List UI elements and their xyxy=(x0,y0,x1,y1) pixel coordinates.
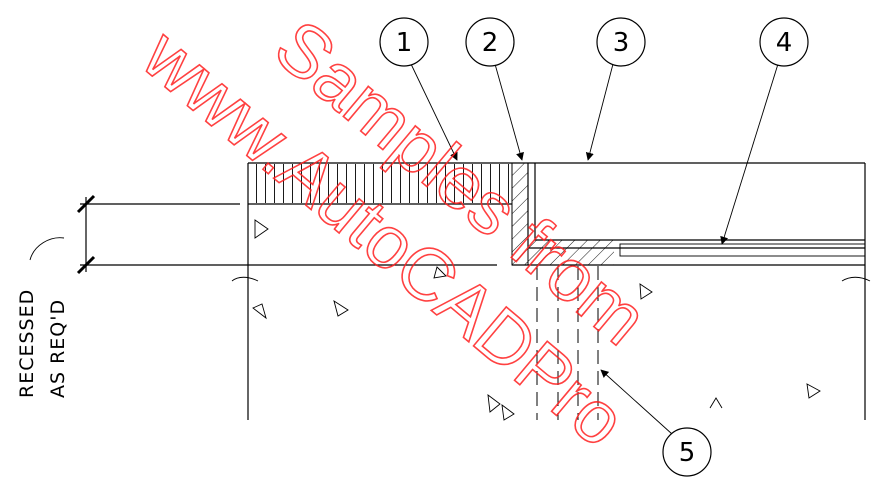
callout-bubble-2 xyxy=(465,17,515,67)
insulation-hatch xyxy=(249,164,511,203)
callout-label-4: 4 xyxy=(776,28,793,58)
leader-lines xyxy=(410,63,779,435)
note-line-as-reqd: AS REQ'D xyxy=(47,299,69,398)
dashed-piles xyxy=(536,266,599,420)
callout-bubble-3 xyxy=(596,17,646,67)
callout-label-3: 3 xyxy=(613,28,630,58)
callout-bubble-5 xyxy=(662,427,712,477)
note-line-recessed: RECESSED xyxy=(16,289,38,398)
callout-label-2: 2 xyxy=(482,28,499,58)
concrete-aggregate xyxy=(231,219,871,421)
callout-label-1: 1 xyxy=(396,28,413,58)
callout-bubble-4 xyxy=(759,17,809,67)
expansion-joint xyxy=(511,162,866,266)
callout-label-5: 5 xyxy=(679,438,696,468)
recess-dimension xyxy=(29,194,96,275)
callout-bubble-1 xyxy=(379,17,429,67)
